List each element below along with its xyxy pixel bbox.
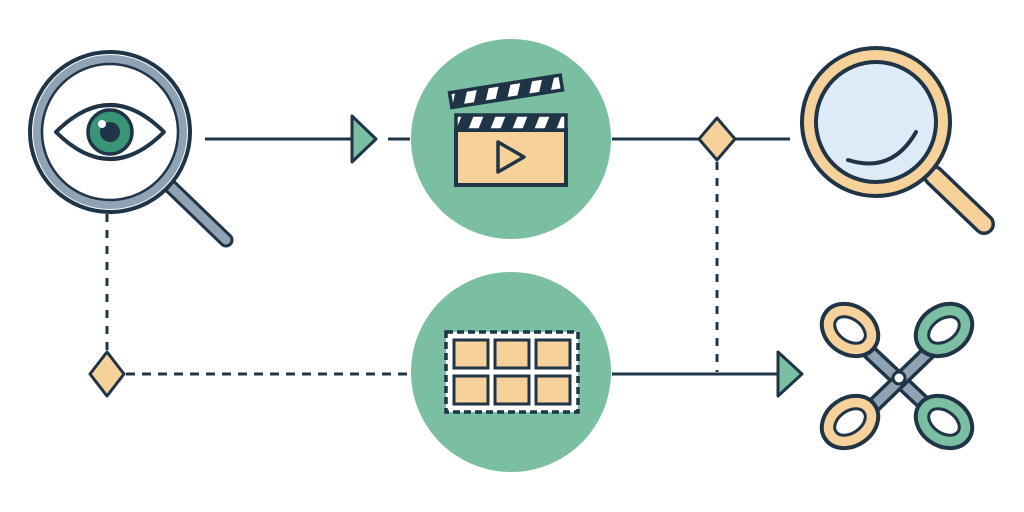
clapperboard-play-icon [411, 39, 611, 239]
arrow-marker-top [350, 114, 378, 164]
diamond-marker-top [697, 116, 737, 162]
arrow-marker-bottom [776, 350, 804, 398]
connectors [88, 114, 804, 398]
film-frames-grid-icon [411, 272, 611, 472]
diamond-marker-bottom [88, 350, 126, 398]
magnifying-glass-icon [800, 46, 995, 235]
eye-magnifier-icon [28, 50, 234, 248]
scissors-icon [819, 301, 975, 451]
